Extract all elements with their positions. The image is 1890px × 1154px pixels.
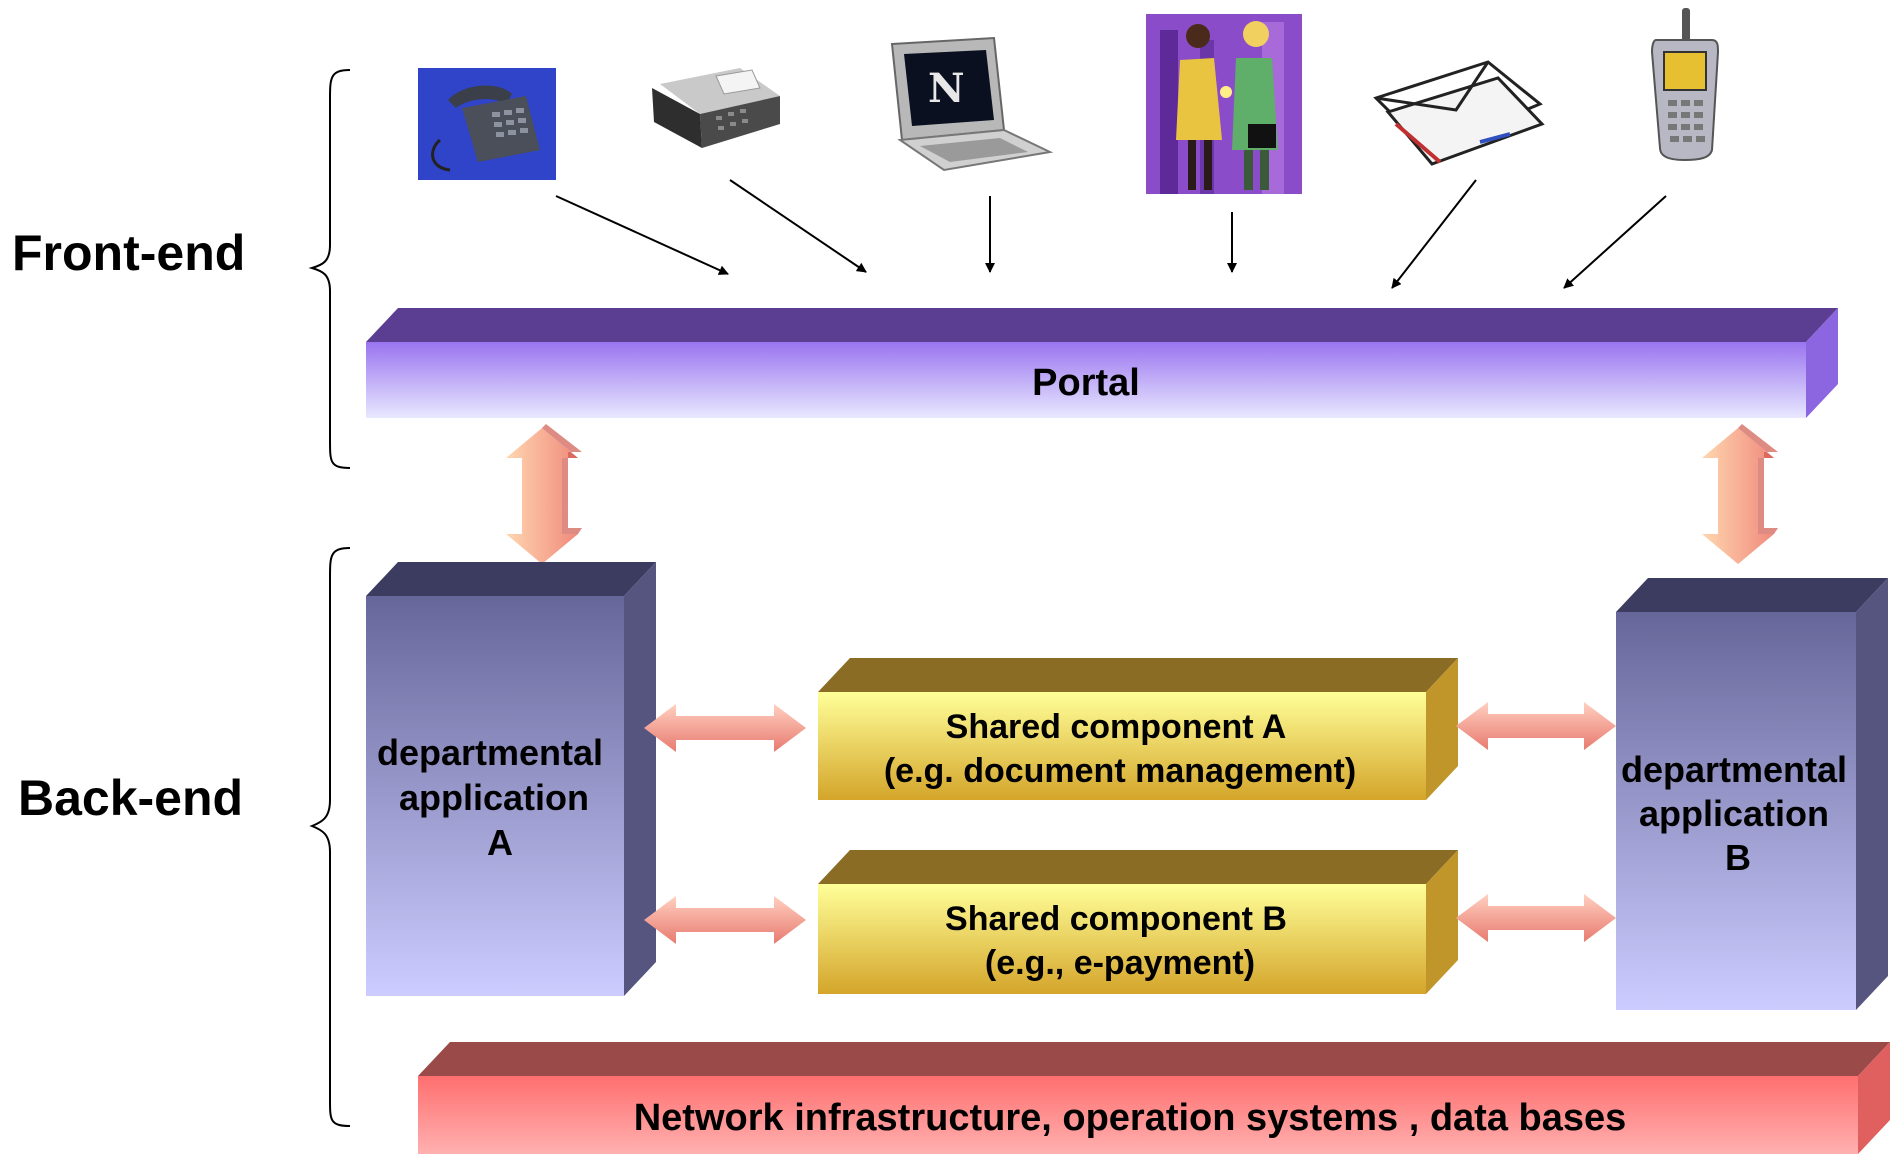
shared-a-line2: (e.g. document management) bbox=[884, 752, 1356, 790]
shared-b-line2: (e.g., e-payment) bbox=[985, 944, 1255, 982]
channel-arrows bbox=[555, 179, 1667, 289]
infrastructure-bar: Network infrastructure, operation system… bbox=[418, 1042, 1890, 1154]
shared-a-line1: Shared component A bbox=[946, 708, 1287, 746]
arrow-mobile bbox=[1563, 195, 1667, 289]
dept-a-shared-b-connector bbox=[644, 896, 806, 944]
telephone-icon bbox=[418, 68, 556, 180]
back-end-brace bbox=[309, 547, 351, 1127]
laptop-icon: N bbox=[890, 36, 1054, 172]
meeting-icon bbox=[1146, 14, 1302, 194]
portal-label: Portal bbox=[1032, 362, 1140, 404]
infrastructure-label: Network infrastructure, operation system… bbox=[634, 1097, 1627, 1139]
dept-a-shared-a-connector bbox=[644, 704, 806, 752]
back-end-label: Back-end bbox=[18, 770, 243, 826]
mail-icon bbox=[1373, 60, 1545, 166]
arrow-mail bbox=[1391, 179, 1477, 289]
dept-app-b-box: departmental application B bbox=[1616, 578, 1888, 1010]
front-end-label: Front-end bbox=[12, 225, 245, 281]
dept-b-line2: application bbox=[1639, 793, 1829, 834]
shared-component-a-box: Shared component A (e.g. document manage… bbox=[818, 658, 1458, 800]
front-end-brace bbox=[308, 69, 351, 469]
arrow-telephone bbox=[555, 195, 729, 275]
dept-a-line3: A bbox=[487, 822, 513, 863]
dept-b-line3: B bbox=[1725, 837, 1751, 878]
arrow-fax bbox=[729, 179, 867, 273]
shared-b-line1: Shared component B bbox=[945, 900, 1287, 938]
dept-a-line1: departmental bbox=[377, 732, 603, 773]
portal-dept-a-connector bbox=[506, 424, 582, 564]
portal-dept-b-connector bbox=[1702, 424, 1778, 564]
shared-component-b-box: Shared component B (e.g., e-payment) bbox=[818, 850, 1458, 994]
mobile-phone-icon bbox=[1650, 8, 1720, 162]
fax-icon bbox=[652, 68, 780, 148]
dept-b-line1: departmental bbox=[1621, 749, 1847, 790]
shared-b-dept-b-connector bbox=[1456, 894, 1616, 942]
dept-app-a-box: departmental application A bbox=[366, 562, 656, 996]
dept-a-line2: application bbox=[399, 777, 589, 818]
portal-bar: Portal bbox=[366, 308, 1838, 418]
svg-text:N: N bbox=[928, 65, 965, 112]
shared-a-dept-b-connector bbox=[1456, 702, 1616, 750]
